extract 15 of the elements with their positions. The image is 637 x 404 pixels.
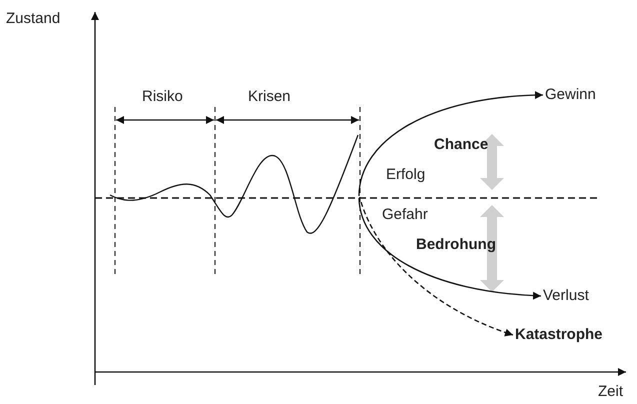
region-label: Gefahr (382, 206, 428, 224)
outcome-label: Gewinn (545, 86, 596, 104)
region-label: Bedrohung (416, 236, 496, 254)
region-label: Erfolg (386, 166, 426, 184)
arrow (358, 198, 542, 300)
arrow (358, 91, 544, 196)
axis-label: Zeit (598, 383, 624, 401)
outcome-label: Katastrophe (515, 326, 603, 344)
wave-curve (110, 134, 359, 234)
region-label: Chance (434, 136, 488, 154)
outcome-label: Verlust (543, 287, 589, 305)
phase-label: Krisen (248, 88, 291, 106)
phase-label: Risiko (142, 88, 183, 106)
axis-label: Zustand (6, 10, 60, 28)
arrow (360, 202, 514, 336)
